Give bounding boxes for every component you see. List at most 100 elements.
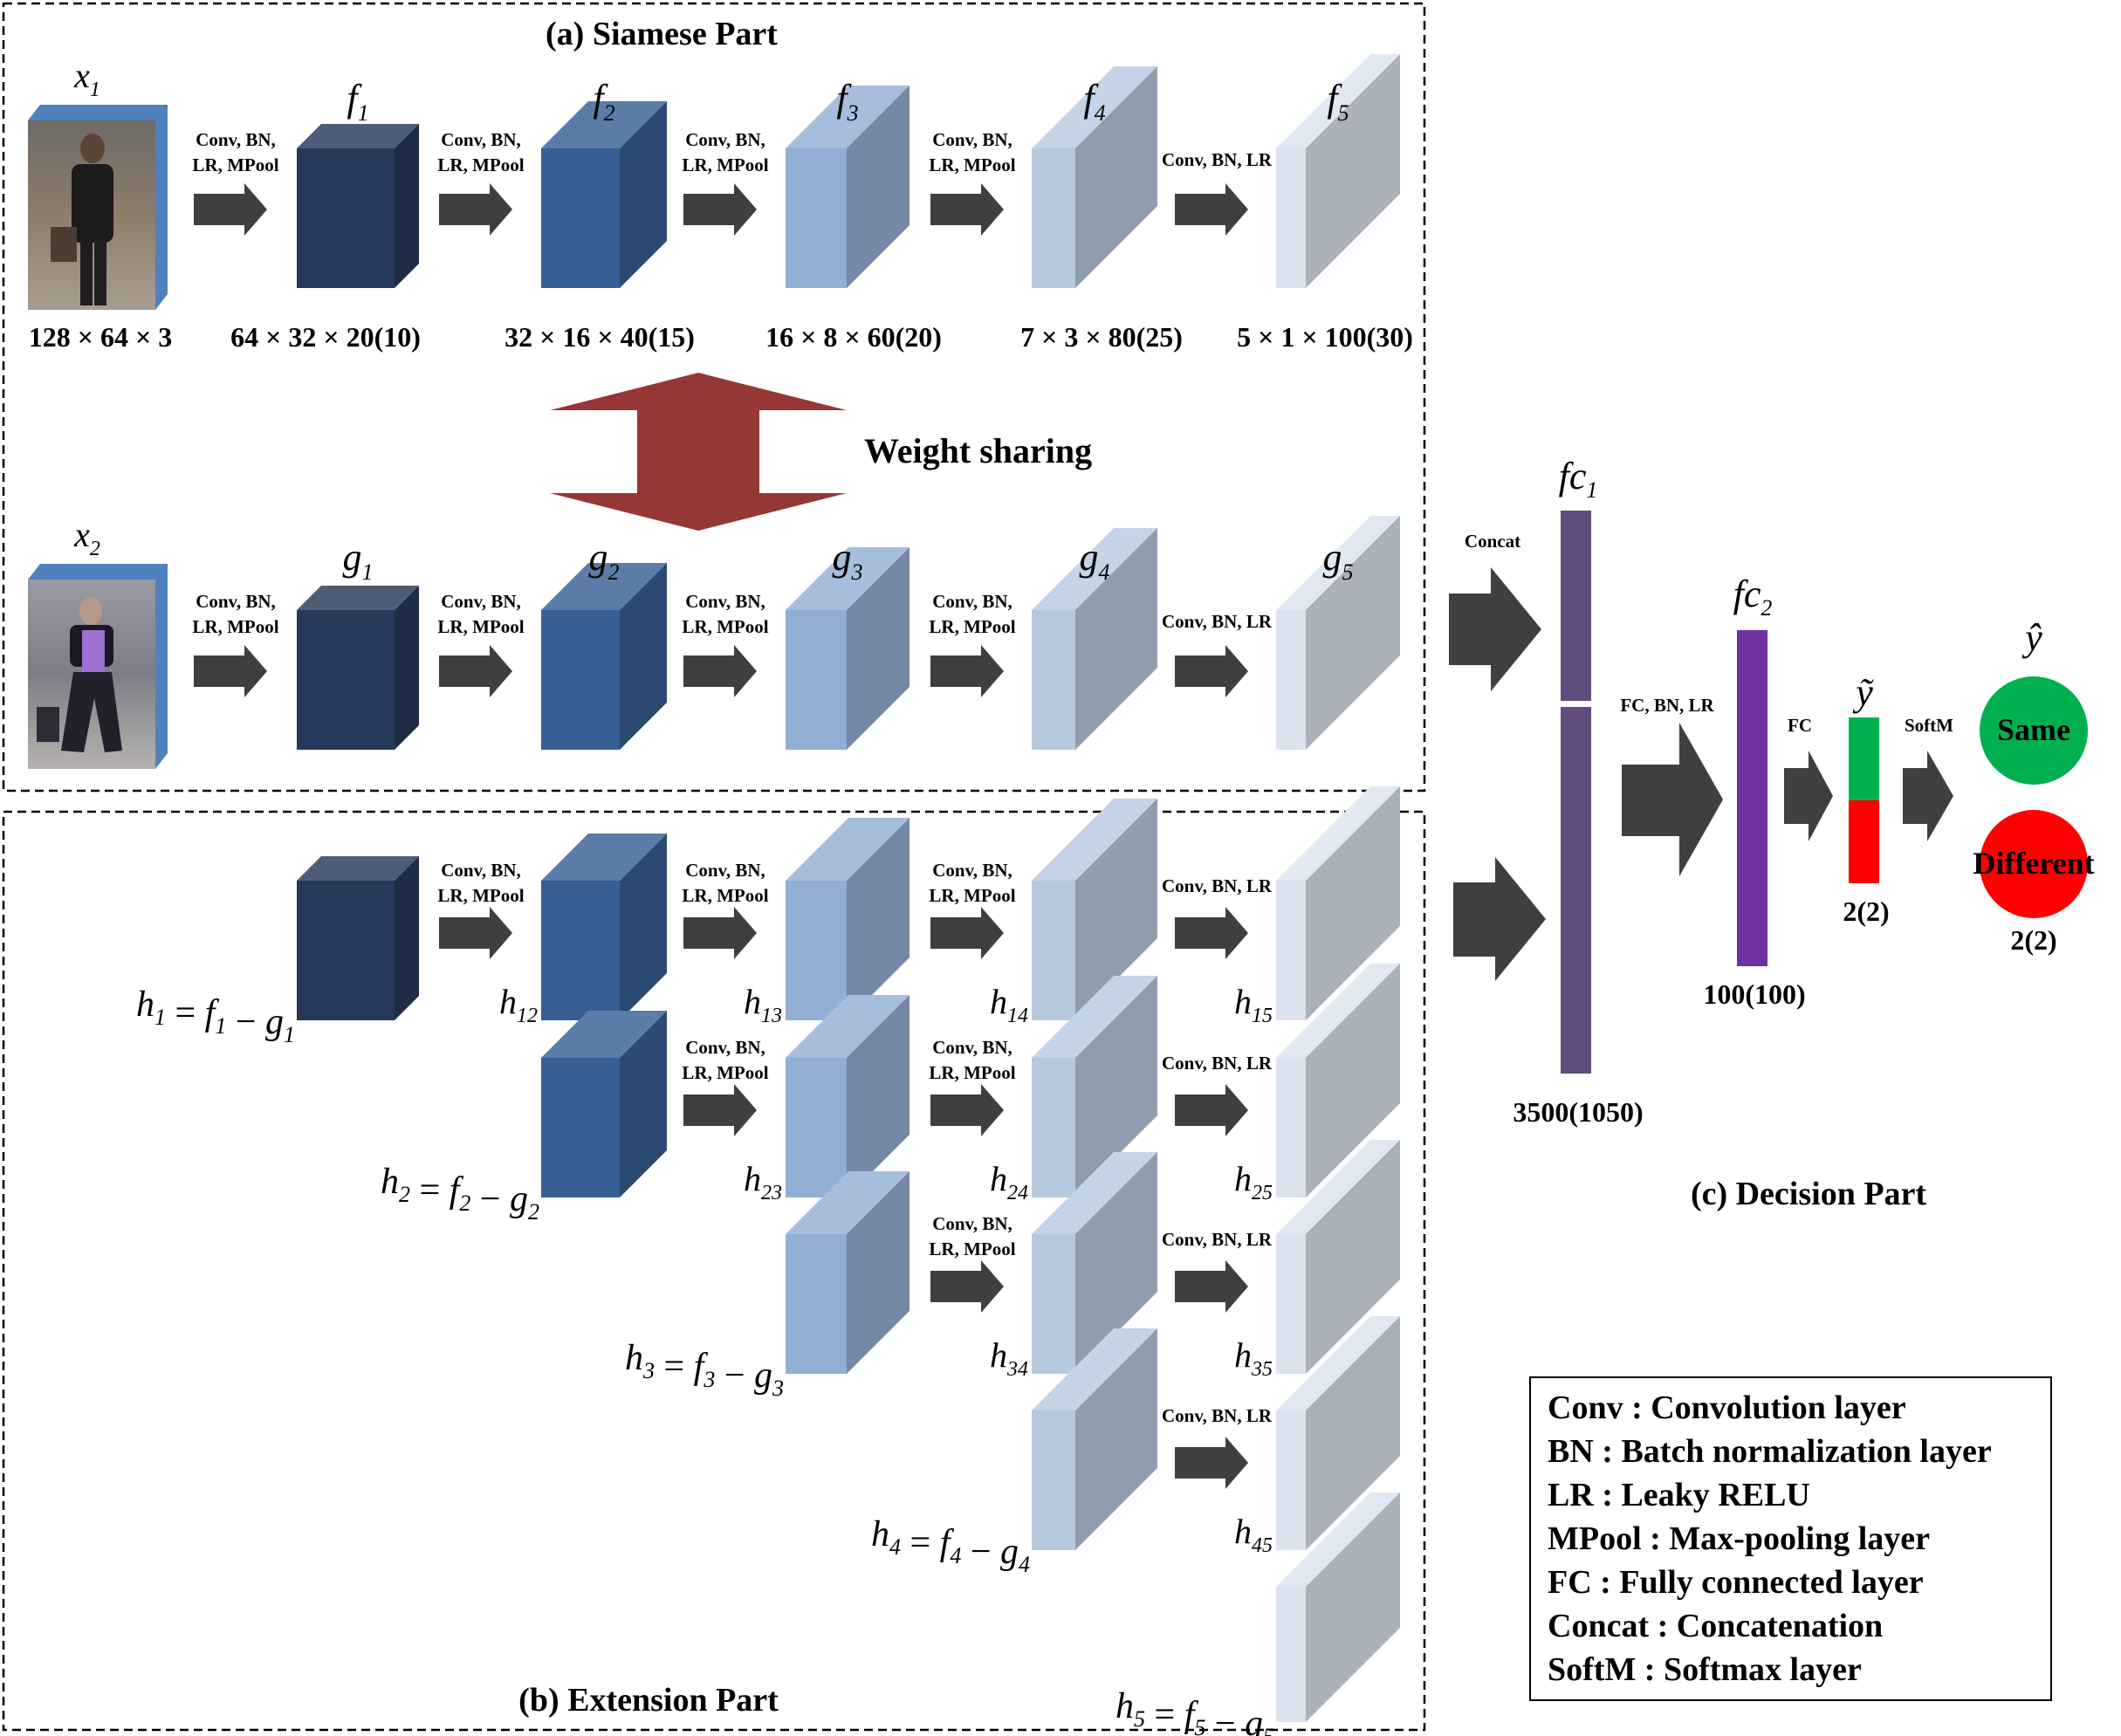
extension-row-label: h5 = f5 − g5 — [1115, 1686, 1274, 1736]
softmax-label: SoftM — [1905, 715, 1953, 736]
siamese-blocks — [297, 54, 1400, 750]
decision-title: (c) Decision Part — [1691, 1176, 1926, 1212]
op-label: Conv, BN, — [441, 591, 521, 612]
feature-block — [541, 563, 667, 750]
op-label: Conv, BN, LR — [1162, 1053, 1273, 1074]
y-tilde-green — [1849, 717, 1879, 800]
extension-block — [541, 834, 667, 1020]
op-label: Conv, BN, — [685, 860, 765, 881]
fc-bn-lr-arrow — [1622, 723, 1723, 876]
extension-arrow — [1175, 907, 1248, 959]
fc2-dim: 100(100) — [1703, 978, 1805, 1010]
same-circle — [1980, 676, 2088, 785]
extension-block — [1276, 1140, 1400, 1374]
extension-block — [541, 1011, 667, 1197]
extension-block — [1276, 964, 1400, 1197]
extension-block — [786, 1171, 909, 1374]
legend-item: SoftM : Softmax layer — [1548, 1651, 1862, 1688]
op-label: LR, MPool — [437, 616, 524, 637]
feature-label: g3 — [833, 536, 863, 585]
op-label: LR, MPool — [929, 1062, 1015, 1083]
extension-block — [1276, 786, 1400, 1020]
output-dim: 2(2) — [2010, 924, 2056, 956]
extension-frame — [2, 810, 1426, 1732]
feature-block — [1032, 528, 1157, 750]
op-label: LR, MPool — [929, 1239, 1015, 1259]
dim-label: 64 × 32 × 20(10) — [230, 321, 421, 353]
op-label: LR, MPool — [682, 1062, 768, 1083]
op-label: LR, MPool — [929, 885, 1015, 906]
legend-item: BN : Batch normalization layer — [1548, 1433, 1992, 1470]
dim-label: 5 × 1 × 100(30) — [1237, 321, 1413, 353]
fc1-bar-top — [1561, 511, 1591, 701]
fc-label: FC — [1788, 715, 1812, 736]
op-label: Conv, BN, — [932, 129, 1012, 150]
op-label: Conv, BN, — [441, 129, 521, 150]
legend-item: Conv : Convolution layer — [1548, 1389, 1906, 1426]
feature-block — [297, 124, 419, 288]
extension-row-label: h2 = f2 − g2 — [381, 1162, 539, 1225]
feature-block — [541, 101, 667, 288]
op-label: Conv, BN, — [685, 1037, 765, 1058]
feature-block — [1032, 66, 1157, 288]
label-x2: x2 — [73, 515, 100, 560]
extension-block — [1032, 1328, 1157, 1550]
input-photo-x1 — [28, 105, 168, 310]
feature-label: g2 — [589, 536, 620, 585]
op-arrow — [1175, 645, 1248, 697]
different-circle — [1980, 810, 2088, 918]
feature-label: f1 — [347, 77, 368, 126]
op-label: LR, MPool — [929, 154, 1015, 175]
same-label: Same — [1997, 712, 2070, 747]
extension-sub-label: h24 — [990, 1159, 1028, 1204]
fc-arrow — [1784, 751, 1833, 841]
dim-label: 32 × 16 × 40(15) — [505, 321, 695, 353]
fc1-dim: 3500(1050) — [1513, 1096, 1643, 1128]
fc-bn-lr-label: FC, BN, LR — [1620, 695, 1714, 716]
op-label: LR, MPool — [682, 154, 768, 175]
extension-sub-label: h25 — [1234, 1159, 1273, 1204]
legend-box — [1529, 1376, 2052, 1701]
y-tilde-red — [1849, 800, 1879, 883]
extension-arrow — [930, 1084, 1004, 1136]
extension-title: (b) Extension Part — [518, 1682, 779, 1719]
op-label: LR, MPool — [929, 616, 1015, 637]
extension-arrow — [439, 907, 512, 959]
legend-item: Concat : Concatenation — [1548, 1608, 1883, 1644]
op-label: LR, MPool — [192, 616, 278, 637]
feature-block — [1276, 54, 1400, 288]
extension-block — [1032, 976, 1157, 1197]
op-arrow — [683, 183, 757, 236]
feature-label: f3 — [836, 77, 858, 126]
op-label: Conv, BN, — [685, 129, 765, 150]
op-label: Conv, BN, — [932, 1037, 1012, 1058]
op-label: Conv, BN, — [932, 1213, 1012, 1234]
extension-arrow — [683, 1084, 757, 1136]
extension-block — [1032, 1152, 1157, 1374]
op-label: Conv, BN, LR — [1162, 149, 1273, 170]
dim-label: 128 × 64 × 3 — [29, 321, 172, 353]
extension-arrow — [930, 907, 1004, 959]
op-arrow — [930, 183, 1004, 236]
op-label: LR, MPool — [437, 885, 524, 906]
siamese-frame — [2, 2, 1426, 793]
op-arrow — [194, 645, 267, 697]
op-arrow — [683, 645, 757, 697]
op-label: Conv, BN, LR — [1162, 611, 1273, 632]
softmax-arrow — [1903, 751, 1953, 841]
op-label: LR, MPool — [682, 885, 768, 906]
op-label: Conv, BN, LR — [1162, 1229, 1273, 1250]
concat-arrow-bottom — [1453, 857, 1546, 981]
extension-arrow — [1175, 1084, 1248, 1136]
extension-sub-label: h12 — [499, 982, 538, 1027]
op-label: Conv, BN, — [196, 129, 276, 150]
extension-block — [297, 856, 419, 1020]
extension-block — [786, 995, 909, 1197]
op-label: Conv, BN, — [932, 591, 1012, 612]
y-tilde-label: ỹ — [1852, 671, 1874, 714]
extension-arrow — [1175, 1437, 1248, 1489]
extension-sub-label: h23 — [744, 1159, 782, 1204]
extension-block — [1276, 1316, 1400, 1550]
